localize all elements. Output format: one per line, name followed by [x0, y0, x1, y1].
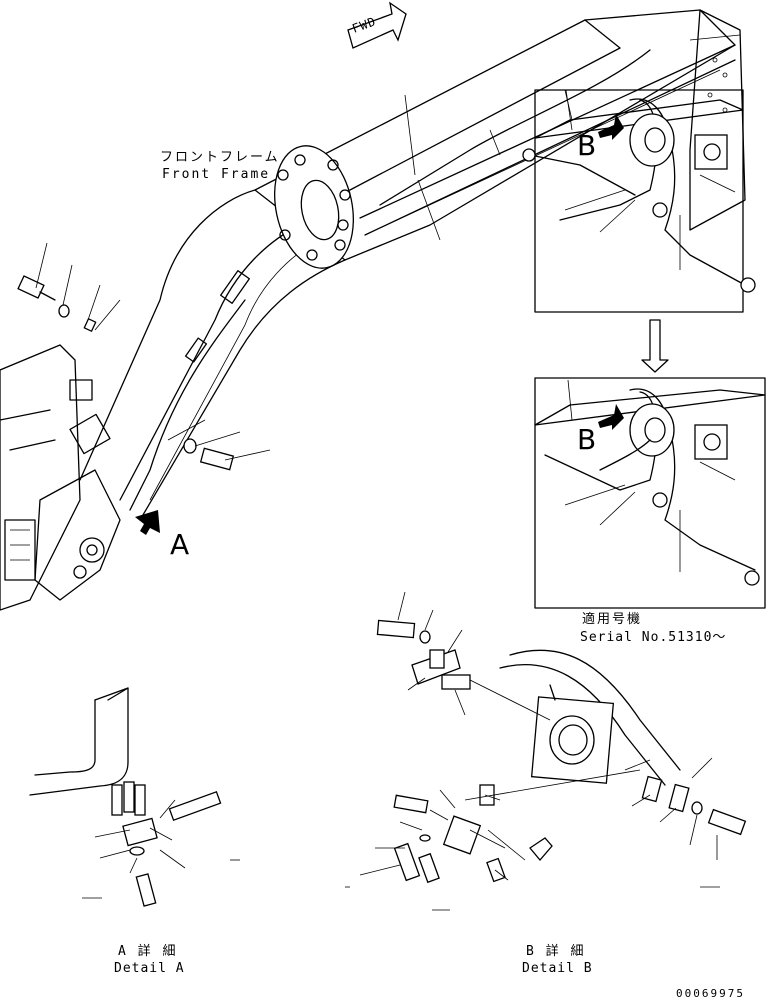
front-frame	[0, 9, 746, 611]
view-b-letter-top: B	[577, 129, 597, 162]
view-b-after	[534, 377, 766, 609]
front-frame-label-jp: フロントフレーム	[160, 150, 280, 165]
detail-b-label-en: Detail B	[522, 961, 593, 976]
view-b-letter-mid: B	[577, 423, 597, 456]
serial-label-jp: 適用号機	[582, 612, 643, 627]
down-arrow-icon	[641, 319, 669, 373]
view-a-letter: A	[170, 528, 190, 561]
fwd-arrow-icon	[347, 1, 407, 49]
drawing-number: 00069975	[676, 987, 745, 1000]
detail-a-drawing	[29, 687, 240, 907]
front-frame-label-en: Front Frame	[162, 167, 271, 182]
detail-a-label-jp: A 詳 細	[118, 944, 178, 959]
detail-a-label-en: Detail A	[114, 961, 185, 976]
detail-b-label-jp: B 詳 細	[526, 944, 586, 959]
serial-label-en: Serial No.51310～	[580, 630, 727, 645]
view-b-before	[522, 89, 756, 313]
detail-b-drawing	[345, 591, 747, 911]
